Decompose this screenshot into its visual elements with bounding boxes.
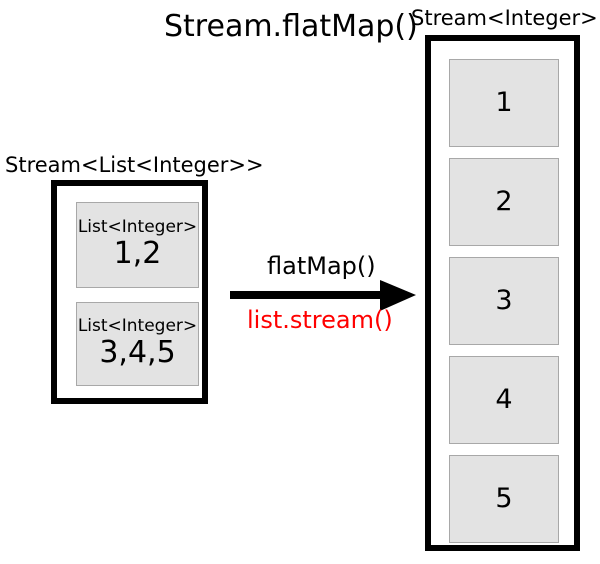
list-item-value: 1,2 [113, 235, 162, 271]
list-item: List<Integer> 3,4,5 [76, 302, 199, 386]
input-stream-box: List<Integer> 1,2 List<Integer> 3,4,5 [51, 180, 208, 404]
stream-element: 4 [449, 356, 559, 444]
stream-element: 5 [449, 455, 559, 543]
output-stream-box: 1 2 3 4 5 [425, 35, 580, 551]
output-stream-type-label: Stream<Integer> [411, 6, 598, 30]
stream-element-value: 1 [495, 87, 513, 118]
stream-element-value: 3 [495, 285, 513, 316]
input-stream-type-label: Stream<List<Integer>> [5, 153, 264, 177]
list-item-value: 3,4,5 [99, 334, 176, 370]
flatmap-mapper-label: list.stream() [247, 306, 393, 334]
stream-element-value: 2 [495, 186, 513, 217]
arrow-right-icon [230, 280, 416, 311]
list-item-type: List<Integer> [77, 216, 198, 237]
stream-element-value: 4 [495, 384, 513, 415]
list-item: List<Integer> 1,2 [76, 202, 199, 288]
stream-element: 1 [449, 59, 559, 147]
stream-element: 2 [449, 158, 559, 246]
flatmap-operation-label: flatMap() [267, 252, 376, 280]
stream-element-value: 5 [495, 483, 513, 514]
list-item-type: List<Integer> [77, 315, 198, 336]
stream-element: 3 [449, 257, 559, 345]
page-title: Stream.flatMap() [164, 9, 418, 44]
